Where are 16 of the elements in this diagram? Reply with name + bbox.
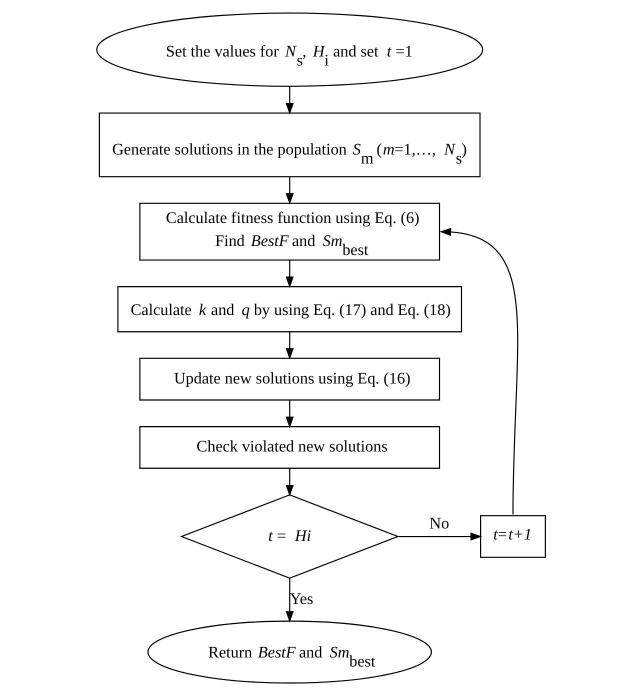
node-box: Check violated new solutions [138,426,440,469]
edge-label: No [428,514,449,533]
node-box: Calculate k and q by using Eq. (17) and Eq. (18) [116,286,462,332]
edge-label: Yes [289,590,313,608]
node-box: t=t+1 [480,515,546,558]
arrow [285,400,294,428]
arrow [398,532,482,541]
arrow [285,578,294,623]
arrow [285,468,294,497]
arrow [285,332,294,360]
arrow [439,228,518,515]
arrow [285,260,294,288]
arrow [285,86,294,115]
node-diamond: t = Hi [179,494,399,579]
arrow [285,177,294,205]
node-box: Update new solutions using Eq. (16) [138,358,440,401]
